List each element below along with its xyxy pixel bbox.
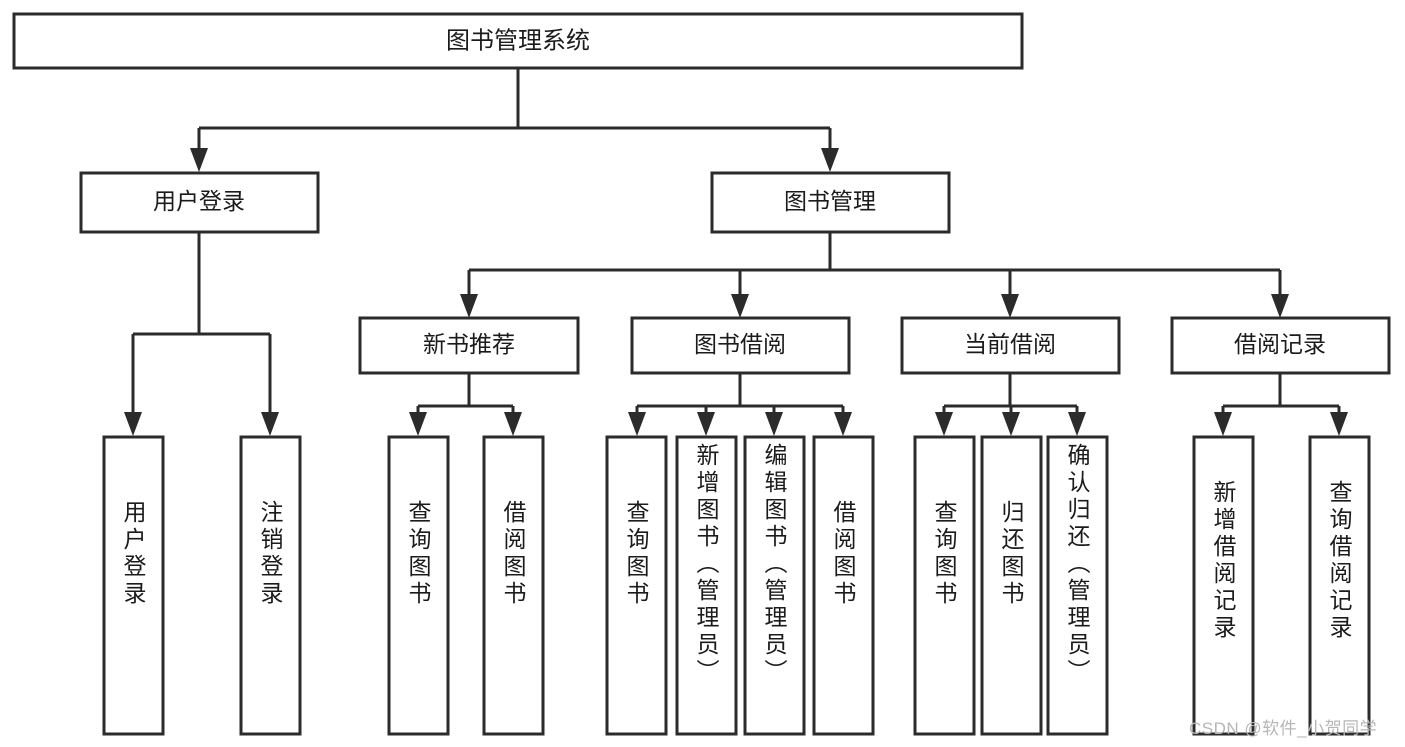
arrow-head-book-manage bbox=[821, 148, 839, 172]
node-leaf-query-book-2-box[interactable] bbox=[605, 435, 668, 736]
arrow-head-leaf-query-book-3 bbox=[935, 412, 953, 436]
node-root-label: 图书管理系统 bbox=[446, 27, 590, 54]
arrow-head-book-borrow bbox=[731, 294, 749, 318]
node-user-login-label: 用户登录 bbox=[153, 188, 245, 214]
node-root-box[interactable] bbox=[12, 12, 1024, 70]
arrow-head-current-borrow bbox=[1001, 294, 1019, 318]
node-leaf-edit-book-box[interactable] bbox=[743, 435, 806, 736]
arrow-head-user-login bbox=[190, 148, 208, 172]
node-new-book-recommend-label: 新书推荐 bbox=[423, 331, 515, 357]
node-borrow-record-label: 借阅记录 bbox=[1234, 331, 1326, 357]
arrow-head-leaf-borrow-book-2 bbox=[834, 412, 852, 436]
node-leaf-user-login-box[interactable] bbox=[102, 435, 165, 736]
node-current-borrow-label: 当前借阅 bbox=[964, 331, 1056, 357]
node-user-login-box[interactable] bbox=[79, 171, 320, 234]
arrow-head-leaf-borrow-book-1 bbox=[504, 412, 522, 436]
watermark-text: CSDN @软件_小贺同学 bbox=[1189, 719, 1378, 738]
arrow-head-leaf-user-login bbox=[124, 412, 142, 436]
arrow-head-leaf-logout bbox=[261, 412, 279, 436]
node-book-borrow-box[interactable] bbox=[630, 316, 851, 375]
arrow-head-leaf-query-book-2 bbox=[628, 412, 646, 436]
node-boxes: 图书管理系统 用户登录 图书管理 新书推荐 图书借阅 当前借阅 借阅记录 bbox=[12, 12, 1391, 736]
node-leaf-query-book-1-box[interactable] bbox=[387, 435, 450, 736]
arrow-head-new-book-recommend bbox=[460, 294, 478, 318]
node-leaf-add-record-box[interactable] bbox=[1192, 435, 1255, 736]
arrow-head-leaf-query-book-1 bbox=[409, 412, 427, 436]
node-leaf-query-book-3-box[interactable] bbox=[913, 435, 976, 736]
node-book-manage-box[interactable] bbox=[710, 171, 951, 234]
node-leaf-query-record-box[interactable] bbox=[1308, 435, 1371, 736]
node-leaf-borrow-book-1-box[interactable] bbox=[482, 435, 545, 736]
node-leaf-logout-box[interactable] bbox=[239, 435, 302, 736]
arrow-head-borrow-record bbox=[1271, 294, 1289, 318]
node-book-manage-label: 图书管理 bbox=[784, 188, 876, 214]
node-book-borrow-label: 图书借阅 bbox=[694, 331, 786, 357]
node-leaf-add-book-box[interactable] bbox=[675, 435, 738, 736]
arrow-head-leaf-return-book bbox=[1002, 412, 1020, 436]
node-leaf-return-book-box[interactable] bbox=[980, 435, 1043, 736]
arrow-head-leaf-add-record bbox=[1214, 412, 1232, 436]
node-leaf-borrow-book-2-box[interactable] bbox=[812, 435, 875, 736]
node-leaf-confirm-return-box[interactable] bbox=[1046, 435, 1109, 736]
node-new-book-recommend-box[interactable] bbox=[358, 316, 580, 375]
arrow-head-leaf-add-book bbox=[697, 412, 715, 436]
node-borrow-record-box[interactable] bbox=[1170, 316, 1391, 375]
arrow-head-leaf-edit-book bbox=[765, 412, 783, 436]
node-current-borrow-box[interactable] bbox=[900, 316, 1121, 375]
arrow-head-leaf-query-record bbox=[1330, 412, 1348, 436]
connectors bbox=[124, 68, 1348, 436]
arrow-head-leaf-confirm-return bbox=[1068, 412, 1086, 436]
